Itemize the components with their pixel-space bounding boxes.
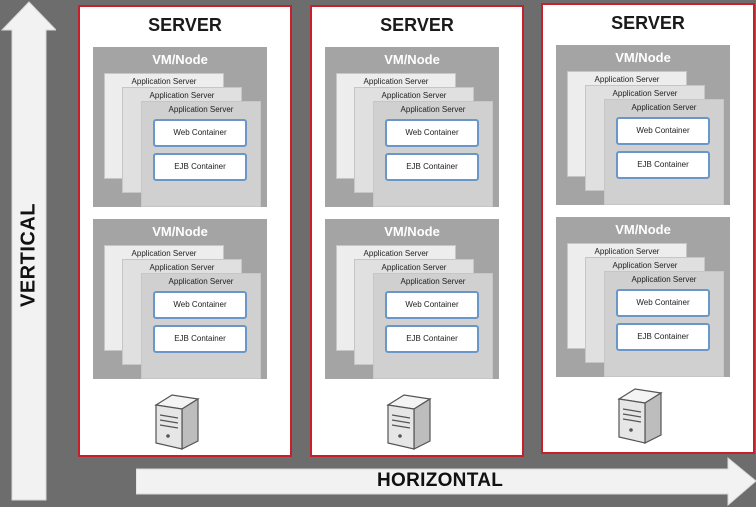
vm-node: VM/Node Application Server Application S… [325,219,499,379]
application-server-label: Application Server [631,275,697,284]
application-server-label: Application Server [400,105,466,114]
application-server-label: Application Server [149,91,215,100]
ejb-container: EJB Container [153,325,247,353]
vm-node-title: VM/Node [384,224,440,239]
application-server-label: Application Server [168,277,234,286]
application-server: Application Server Web Container EJB Con… [141,101,261,207]
application-server-label: Application Server [363,249,429,258]
application-server: Application Server Web Container EJB Con… [373,273,493,379]
vm-node: VM/Node Application Server Application S… [93,219,267,379]
web-container: Web Container [385,119,479,147]
vm-node: VM/Node Application Server Application S… [93,47,267,207]
application-server-label: Application Server [594,75,660,84]
application-server-label: Application Server [363,77,429,86]
application-server: Application Server Web Container EJB Con… [604,271,724,377]
server-tower-icon [386,394,432,450]
ejb-container: EJB Container [153,153,247,181]
ejb-container: EJB Container [385,325,479,353]
application-server-label: Application Server [631,103,697,112]
vm-node: VM/Node Application Server Application S… [556,45,730,205]
server-box: SERVER VM/Node Application Server Applic… [310,5,524,457]
server-box: SERVER VM/Node Application Server Applic… [541,3,755,454]
server-tower-icon [617,388,663,444]
application-server-label: Application Server [381,91,447,100]
application-server-label: Application Server [594,247,660,256]
vertical-arrow [0,1,56,501]
application-server-label: Application Server [131,77,197,86]
web-container: Web Container [616,289,710,317]
application-server-label: Application Server [400,277,466,286]
server-title: SERVER [380,15,454,35]
web-container: Web Container [153,291,247,319]
ejb-container: EJB Container [616,323,710,351]
horizontal-arrow [136,456,756,507]
vm-node-title: VM/Node [615,50,671,65]
web-container: Web Container [385,291,479,319]
web-container: Web Container [153,119,247,147]
vm-node: VM/Node Application Server Application S… [325,47,499,207]
application-server-label: Application Server [168,105,234,114]
application-server: Application Server Web Container EJB Con… [373,101,493,207]
application-server-label: Application Server [612,89,678,98]
vertical-label: VERTICAL [17,203,40,307]
server-tower-icon [154,394,200,450]
vm-node-title: VM/Node [152,224,208,239]
application-server: Application Server Web Container EJB Con… [141,273,261,379]
vm-node-title: VM/Node [384,52,440,67]
application-server-label: Application Server [131,249,197,258]
vm-node: VM/Node Application Server Application S… [556,217,730,377]
application-server: Application Server Web Container EJB Con… [604,99,724,205]
vm-node-title: VM/Node [615,222,671,237]
server-box: SERVER VM/Node Application Server Applic… [78,5,292,457]
application-server-label: Application Server [149,263,215,272]
server-title: SERVER [148,15,222,35]
web-container: Web Container [616,117,710,145]
horizontal-label: HORIZONTAL [377,470,504,491]
ejb-container: EJB Container [616,151,710,179]
application-server-label: Application Server [381,263,447,272]
ejb-container: EJB Container [385,153,479,181]
server-title: SERVER [611,13,685,33]
vm-node-title: VM/Node [152,52,208,67]
application-server-label: Application Server [612,261,678,270]
